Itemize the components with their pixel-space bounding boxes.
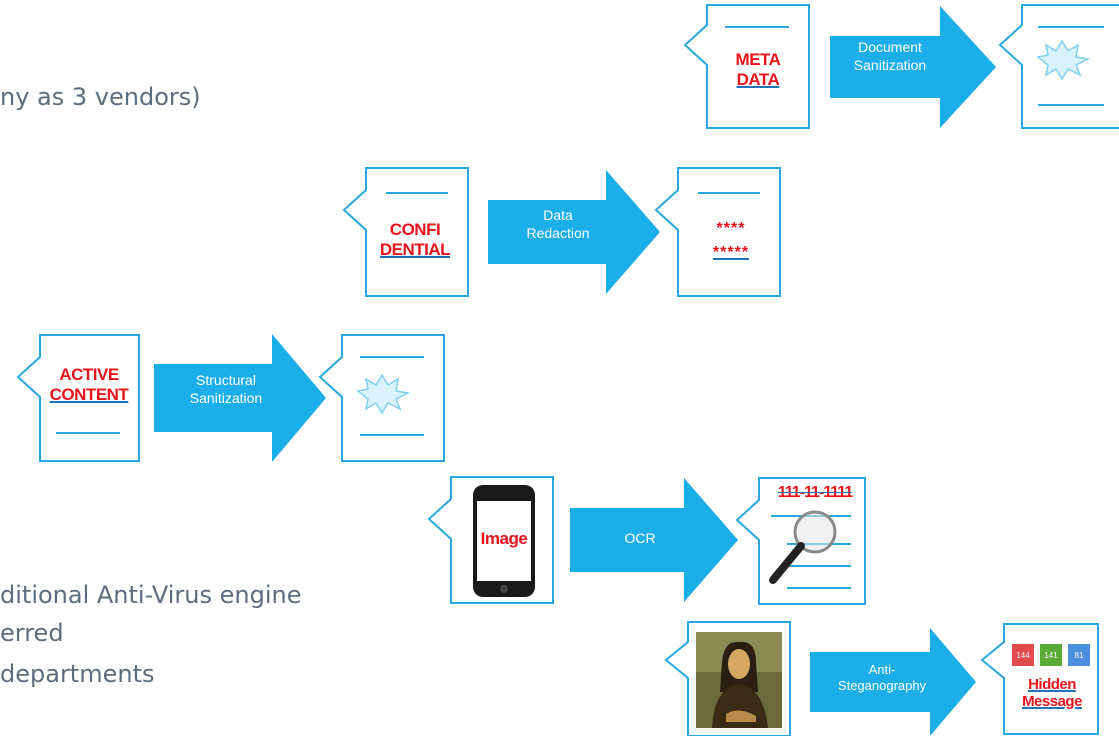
hidden-message-line1: Hidden: [1028, 676, 1076, 693]
pixel-red-square: 144: [1012, 644, 1034, 666]
hidden-message-line2: Message: [1022, 693, 1082, 711]
pixel-blue-square: 81: [1068, 644, 1090, 666]
data-redaction-arrow: Data Redaction: [488, 170, 663, 294]
active-content-label-line2: CONTENT: [49, 384, 129, 404]
image-input-document: Image: [427, 476, 557, 605]
confidential-label-line2: DENTIAL: [379, 239, 451, 259]
active-content-output-document: [318, 334, 446, 463]
bullet-text-departments: departments: [0, 660, 155, 688]
active-content-input-document: ACTIVE CONTENT: [16, 334, 141, 463]
magnifier-icon: [769, 510, 837, 584]
structural-sanitization-label-line2: Sanitization: [189, 389, 263, 406]
redacted-line2: *****: [712, 244, 750, 262]
active-content-label-line1: ACTIVE: [59, 365, 119, 384]
starburst-icon: [1036, 39, 1091, 81]
ocr-output-document: 111-11-1111: [735, 477, 875, 606]
bullet-text-vendors: ny as 3 vendors): [0, 83, 201, 111]
bullet-text-antivirus: ditional Anti-Virus engine: [0, 581, 302, 609]
painting-input-document: [664, 621, 794, 736]
mona-lisa-painting-icon: [696, 632, 782, 728]
data-redaction-label-line1: Data: [543, 207, 573, 223]
metadata-output-document: [998, 4, 1119, 130]
metadata-label-line1: META: [735, 50, 781, 69]
anti-steganography-arrow: Anti- Steganography: [810, 628, 980, 736]
anti-steganography-label-line2: Steganography: [837, 678, 927, 694]
ocr-label: OCR: [624, 530, 656, 546]
metadata-label-line2: DATA: [736, 69, 780, 89]
structural-sanitization-label-line1: Structural: [196, 372, 256, 388]
ocr-arrow: OCR: [570, 478, 740, 602]
anti-steganography-label-line1: Anti-: [868, 662, 896, 677]
metadata-input-document: META DATA: [683, 4, 813, 130]
pixel-green-square: 141: [1040, 644, 1062, 666]
document-sanitization-arrow: Document Sanitization: [830, 6, 1000, 128]
confidential-label-line1: CONFI: [389, 220, 441, 239]
document-sanitization-label-line2: Sanitization: [853, 56, 927, 73]
redacted-output-document: **** *****: [654, 167, 784, 298]
bullet-text-preferred: erred: [0, 619, 64, 647]
structural-sanitization-arrow: Structural Sanitization: [154, 334, 328, 462]
ssn-label: 111-11-1111: [777, 484, 853, 501]
image-label: Image: [480, 529, 528, 548]
document-sanitization-label-line1: Document: [858, 39, 922, 55]
hidden-message-output-document: 144 141 81 Hidden Message: [980, 623, 1100, 736]
redacted-line1: ****: [716, 220, 746, 237]
confidential-input-document: CONFI DENTIAL: [342, 167, 470, 298]
data-redaction-label-line2: Redaction: [526, 224, 590, 241]
starburst-icon: [356, 373, 411, 415]
